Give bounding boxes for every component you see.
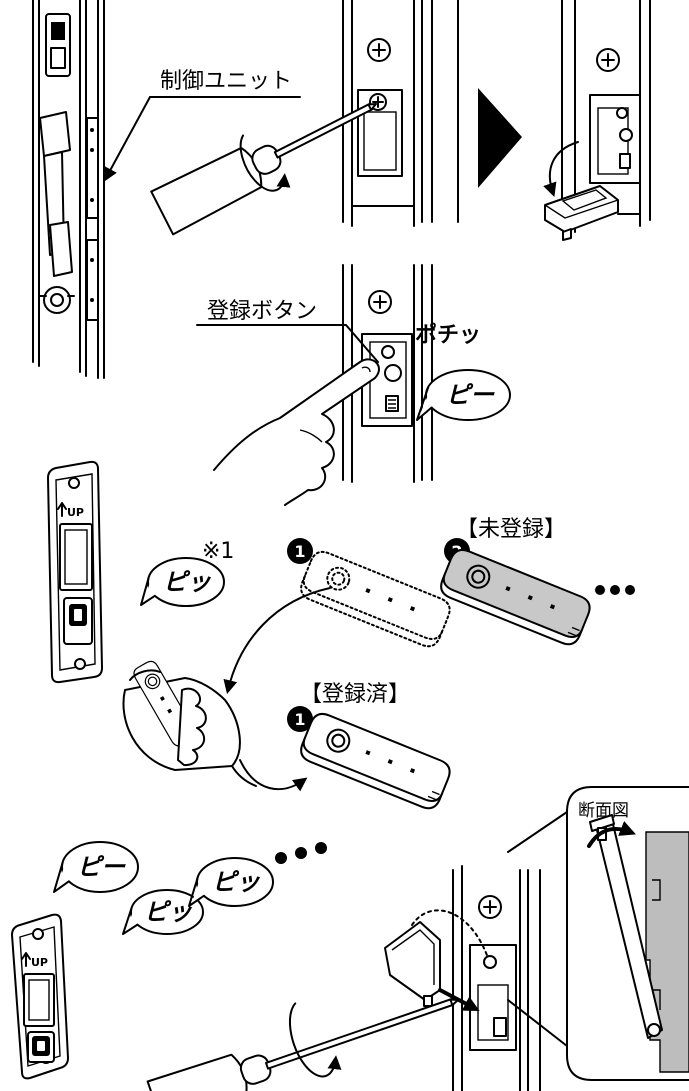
register-button-label: 登録ボタン: [207, 299, 317, 324]
registered-label: 【登録済】: [300, 682, 410, 707]
remote-key-unregistered: [440, 548, 591, 646]
unit-cover: [357, 89, 403, 177]
pick-up-arrow-icon: [223, 587, 331, 695]
frame-screw: [368, 290, 392, 314]
beep-bubble-text: ピッ: [212, 868, 261, 896]
rotation-arrow-icon: [288, 1002, 342, 1078]
drop-arrow-icon: [543, 141, 579, 197]
section-view-inset: 断面図: [507, 786, 689, 1081]
beep-bubble-short-1: ピッ: [122, 889, 204, 935]
register-arrow-icon: [239, 759, 308, 792]
beep-bubble-text: ピー: [77, 853, 126, 881]
control-unit-on-frame: [86, 117, 99, 321]
remote-key-dotted: [300, 550, 451, 648]
register-button[interactable]: [384, 364, 402, 382]
step1-door-with-handle: [32, 0, 105, 379]
control-unit-label: 制御ユニット: [160, 69, 292, 94]
remote-key-registered: [300, 712, 451, 810]
unregistered-label: 【未登録】: [456, 517, 566, 542]
badge-unregistered: 1: [287, 538, 313, 564]
more-keys-ellipsis: [595, 585, 635, 595]
entry-plate-step3: UP: [47, 460, 103, 684]
keypad: [45, 13, 71, 77]
frame-screw: [596, 48, 620, 72]
up-arrow-icon: [57, 502, 67, 517]
hand-holding-remote: [122, 660, 257, 787]
beep-bubble-text: ピッ: [163, 568, 212, 596]
unit-opening: [589, 94, 641, 184]
cover-path-dotted: [411, 909, 489, 959]
beep-bubble-text: ピー: [446, 381, 495, 409]
note-mark: ※1: [202, 539, 234, 564]
pointing-hand: [213, 358, 380, 506]
section-view-label: 断面図: [578, 801, 629, 821]
plate-up-label: UP: [67, 506, 84, 519]
beep-bubble-step2: ピー: [416, 369, 511, 421]
svg-text:1: 1: [294, 710, 305, 729]
door-handle: [39, 111, 73, 277]
step1-door-frame-opened: [543, 0, 651, 241]
badge-registered: 1: [287, 706, 313, 732]
triangle-arrow-icon: [478, 88, 522, 188]
section-rotate-arrow-icon: [587, 821, 636, 848]
control-unit-open: [469, 944, 517, 1051]
entry-plate-step4: UP: [11, 913, 69, 1080]
step1-door-frame-closed: [342, 0, 459, 227]
inset-leader-bottom: [507, 999, 568, 1047]
frame-screw: [367, 38, 391, 62]
rotation-arrow-icon: [239, 134, 291, 192]
click-sound-text: ポチッ: [415, 322, 481, 348]
beep-bubble-long: ピー: [53, 841, 139, 893]
svg-text:1: 1: [294, 542, 305, 561]
screwdriver-icon: [150, 103, 377, 236]
removed-cover: [544, 185, 619, 241]
cylinder-lock: [39, 286, 75, 314]
plate-up-label: UP: [31, 956, 48, 969]
repeat-ellipsis: [275, 842, 327, 864]
control-unit-leader: [103, 96, 151, 182]
register-button-leader: [196, 324, 379, 363]
up-arrow-icon: [21, 952, 31, 967]
inset-leader-top: [507, 811, 568, 853]
frame-screw: [478, 895, 502, 919]
beep-bubble-step3: ピッ: [140, 557, 225, 607]
beep-bubble-text: ピッ: [144, 898, 193, 926]
beep-bubble-short-2: ピッ: [188, 857, 274, 907]
step4-door-frame: [452, 865, 541, 1091]
